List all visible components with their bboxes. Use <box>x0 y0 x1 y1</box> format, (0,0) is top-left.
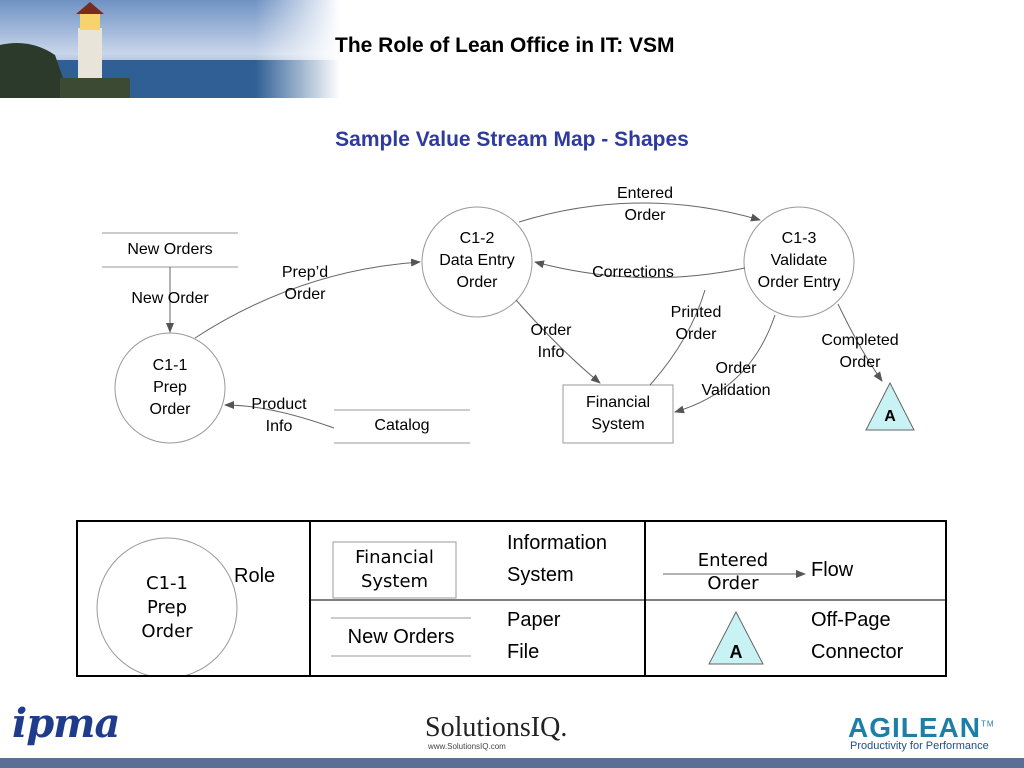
c1-1-line-2: Prep <box>153 379 187 396</box>
c1-2-role-label: C1-2 Data Entry Order <box>422 228 532 294</box>
legend-connector-label-line-2: Connector <box>811 641 904 663</box>
corrections-arrow <box>534 260 746 279</box>
financial-system-box <box>562 384 674 444</box>
order-validation-line-1: Order <box>715 360 757 377</box>
c1-1-line-3: Order <box>149 401 191 418</box>
entered-order-line-2: Order <box>624 207 666 224</box>
footer-bar <box>0 758 1024 768</box>
product-info-line-2: Info <box>265 418 293 435</box>
c1-3-line-2: Validate <box>770 252 828 269</box>
legend-role-line-3: Order <box>141 621 193 642</box>
agilean-tagline: Productivity for Performance <box>850 740 989 752</box>
legend-system-label: Information System <box>507 527 607 591</box>
c1-2-line-2: Data Entry <box>439 252 515 269</box>
financial-system-line-2: System <box>591 416 645 433</box>
order-validation-arrow <box>674 314 776 414</box>
c1-2-line-1: C1-2 <box>459 230 495 247</box>
agilean-wordmark: AGILEAN <box>848 712 981 743</box>
legend-system-shape-line-2: System <box>360 571 429 592</box>
printed-order-label: Printed Order <box>658 302 734 346</box>
legend-role-line-2: Prep <box>146 597 188 618</box>
legend-system-label-line-1: Information <box>507 532 608 554</box>
prepd-order-label: Prep’d Order <box>270 262 340 306</box>
legend-connector-triangle <box>708 610 764 665</box>
completed-order-line-2: Order <box>839 354 881 371</box>
legend-flow-shape-text: Entered Order <box>678 549 788 595</box>
legend-role-circle <box>96 537 238 675</box>
off-page-connector-triangle <box>865 381 915 431</box>
c1-3-role-label: C1-3 Validate Order Entry <box>744 228 854 294</box>
order-info-line-2: Info <box>537 344 565 361</box>
legend-file-shape-text: New Orders <box>347 626 455 648</box>
c1-1-role-label: C1-1 Prep Order <box>125 355 215 421</box>
c1-1-line-1: C1-1 <box>152 357 188 374</box>
order-validation-label: Order Validation <box>690 358 782 402</box>
solutionsiq-url: www.SolutionsIQ.com <box>428 742 506 751</box>
legend-file-label: Paper File <box>507 604 560 668</box>
solutionsiq-logo: SolutionsIQ. <box>425 712 568 743</box>
catalog-file-label: Catalog <box>374 417 430 434</box>
connector-label: A <box>884 408 896 425</box>
c1-2-role-circle <box>421 206 533 318</box>
lighthouse-banner-image <box>0 0 340 98</box>
product-info-arrow <box>224 401 335 429</box>
legend-flow-shape-line-1: Entered <box>697 550 769 571</box>
diagram-subtitle: Sample Value Stream Map - Shapes <box>335 128 689 151</box>
order-info-line-1: Order <box>530 322 572 339</box>
legend-connector-label-line-1: Off-Page <box>811 609 891 631</box>
financial-system-label: Financial System <box>563 392 673 436</box>
corrections-label: Corrections <box>592 264 674 281</box>
legend-flow-shape-line-2: Order <box>707 573 759 594</box>
legend-system-box <box>332 541 457 599</box>
prepd-order-arrow <box>194 258 421 339</box>
c1-3-line-3: Order Entry <box>757 274 841 291</box>
printed-order-line-1: Printed <box>670 304 722 321</box>
slide-title: The Role of Lean Office in IT: VSM <box>335 34 675 57</box>
new-order-label: New Order <box>131 290 209 307</box>
legend-system-shape-text: Financial System <box>333 546 456 594</box>
legend-file-label-line-2: File <box>507 641 540 663</box>
entered-order-label: Entered Order <box>600 183 690 227</box>
completed-order-label: Completed Order <box>808 330 912 374</box>
legend-graphics <box>96 522 945 675</box>
legend-role-label: Role <box>234 565 276 587</box>
prepd-order-line-2: Order <box>284 286 326 303</box>
c1-1-role-circle <box>114 332 226 444</box>
order-info-arrow <box>515 299 601 384</box>
legend-file-label-line-1: Paper <box>507 609 561 631</box>
new-orders-file-label: New Orders <box>127 241 213 258</box>
c1-2-line-3: Order <box>456 274 498 291</box>
agilean-trademark: TM <box>981 719 995 729</box>
legend-system-label-line-2: System <box>507 564 574 586</box>
agilean-logo: AGILEANTM <box>848 712 995 744</box>
legend-role-shape-text: C1-1 Prep Order <box>117 572 217 644</box>
prepd-order-line-1: Prep’d <box>281 264 329 281</box>
entered-order-arrow <box>518 202 761 223</box>
printed-order-arrow <box>649 289 706 386</box>
ipma-logo: ipma <box>12 700 120 747</box>
printed-order-line-2: Order <box>675 326 717 343</box>
order-validation-line-2: Validation <box>701 382 771 399</box>
legend-system-shape-line-1: Financial <box>355 547 434 568</box>
financial-system-line-1: Financial <box>585 394 651 411</box>
completed-order-arrow <box>837 303 883 382</box>
completed-order-line-1: Completed <box>821 332 899 349</box>
entered-order-line-1: Entered <box>616 185 674 202</box>
legend-role-line-1: C1-1 <box>146 573 188 594</box>
c1-3-line-1: C1-3 <box>781 230 817 247</box>
product-info-line-1: Product <box>251 396 307 413</box>
legend-connector-label: Off-Page Connector <box>811 604 903 668</box>
product-info-label: Product Info <box>240 394 318 438</box>
c1-3-role-circle <box>743 206 855 318</box>
legend-connector-shape-text: A <box>729 642 743 662</box>
shape-legend-table: C1-1 Prep Order Role Financial System In… <box>76 520 947 677</box>
legend-flow-label: Flow <box>811 559 854 581</box>
order-info-label: Order Info <box>516 320 586 364</box>
